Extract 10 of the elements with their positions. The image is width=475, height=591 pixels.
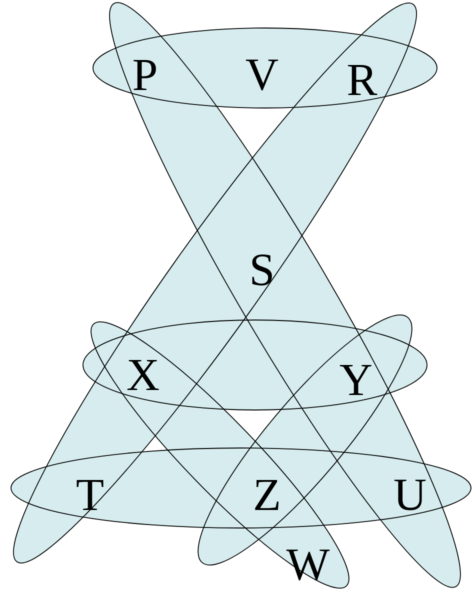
vertex-label: U [394, 480, 426, 510]
vertex-label: V [246, 60, 278, 90]
vertex-label: S [252, 254, 272, 286]
vertex-label: R [348, 64, 378, 96]
vertex-label: Y [340, 364, 372, 396]
vertex-label: P [134, 60, 156, 90]
vertex-label: X [127, 360, 159, 390]
vertex-label: T [76, 480, 104, 510]
vertex-label: W [286, 550, 330, 580]
vertex-label: Z [255, 480, 279, 510]
